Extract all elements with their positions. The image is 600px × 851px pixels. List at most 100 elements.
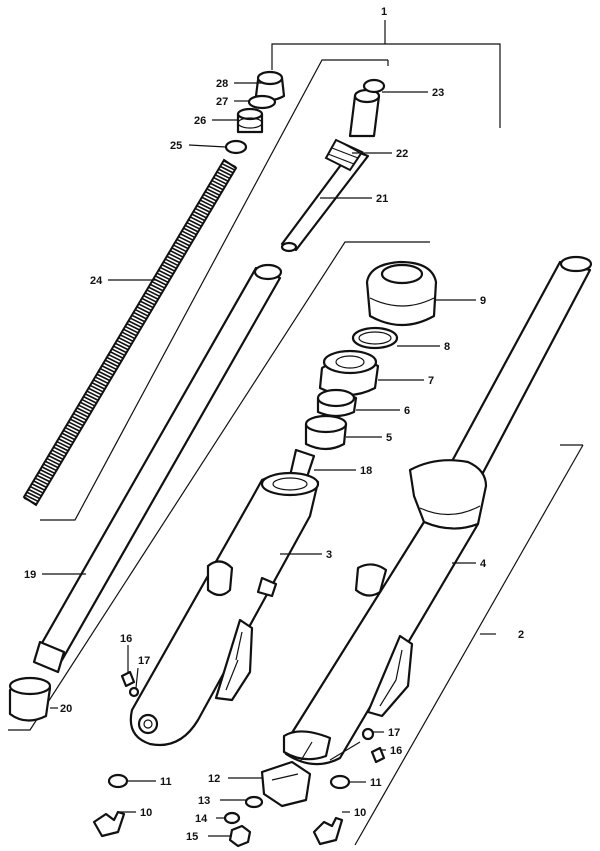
spring-coil <box>66 424 80 432</box>
callout-19: 19 <box>24 569 36 581</box>
spring-coil <box>216 171 230 179</box>
spring-coil <box>71 415 85 424</box>
spring-coil <box>50 452 64 460</box>
callout-13: 13 <box>198 795 210 807</box>
callout-25: 25 <box>170 140 182 152</box>
gasket-17-right <box>361 727 375 741</box>
spring-coil <box>206 188 220 196</box>
spring-coil <box>166 255 180 264</box>
callout-11-left: 11 <box>160 776 172 788</box>
spring-coil <box>86 390 100 399</box>
spring-coil <box>220 165 234 174</box>
spring-coil <box>61 432 75 441</box>
inner-parts-panel <box>40 59 389 521</box>
spring-coil <box>68 421 82 429</box>
spring-coil <box>106 356 120 365</box>
callout-5: 5 <box>386 432 392 444</box>
spring-coil <box>120 334 134 342</box>
spring-coil <box>150 283 164 292</box>
spring-washer-14 <box>223 811 241 825</box>
spring-coil <box>138 303 152 311</box>
spring-coil <box>88 387 102 396</box>
spring-coil <box>176 238 190 247</box>
callout-8: 8 <box>444 341 450 353</box>
spring-coil <box>131 314 145 323</box>
spring-coil <box>183 227 197 236</box>
spring-coil <box>38 471 52 480</box>
axle-holder-12 <box>260 760 312 808</box>
spring-coil <box>91 382 105 390</box>
spring-coil <box>130 317 144 326</box>
piston-23 <box>348 78 386 138</box>
spring-coil <box>73 413 87 421</box>
spring-coil <box>118 337 132 345</box>
spring-coil <box>136 306 150 314</box>
callout-7: 7 <box>428 375 434 387</box>
gasket-17-left <box>128 686 140 698</box>
spring-coil <box>51 449 65 458</box>
slide-bushing-20 <box>8 676 52 722</box>
spring-coil <box>40 469 54 477</box>
spring-coil <box>141 297 155 306</box>
bolt-10-left <box>92 810 126 838</box>
spring-coil <box>145 292 159 300</box>
spring-coil <box>178 236 192 244</box>
spring-coil <box>146 289 160 297</box>
spring-coil <box>30 486 44 494</box>
spring-coil <box>31 483 45 491</box>
callout-16-right: 16 <box>390 745 402 757</box>
spring-coil <box>78 404 92 413</box>
spring-coil <box>98 370 112 379</box>
spring-coil <box>116 339 130 348</box>
spring-coil <box>195 207 209 216</box>
bolt-10-right <box>312 816 344 846</box>
washer-26 <box>236 107 264 134</box>
spring-coil <box>70 418 84 427</box>
callout-22: 22 <box>396 148 408 160</box>
spring-coil <box>80 401 94 410</box>
spring-coil <box>221 163 235 171</box>
spring-coil <box>46 457 60 466</box>
spring-coil <box>211 179 225 188</box>
spring-coil <box>170 250 184 258</box>
spring-coil <box>126 323 140 331</box>
damper-rod-21 <box>280 148 370 253</box>
spring-coil <box>108 354 122 362</box>
spring-coil <box>163 261 177 269</box>
spring-coil <box>128 320 142 328</box>
spring-coil <box>63 429 77 438</box>
spring-coil <box>191 213 205 222</box>
spring-coil <box>45 460 59 469</box>
spring-coil <box>156 272 170 281</box>
spring-coil <box>188 219 202 227</box>
dust-seal-9 <box>365 260 438 326</box>
spring-coil <box>185 224 199 233</box>
callout-24: 24 <box>90 275 103 287</box>
spring-coil <box>25 494 39 502</box>
o-ring-27 <box>247 94 277 110</box>
spring-coil <box>158 269 172 278</box>
spring-coil <box>83 396 97 404</box>
callout-27: 27 <box>216 96 228 108</box>
spring-coil <box>180 233 194 241</box>
callout-26: 26 <box>194 115 206 127</box>
spring-coil <box>75 410 89 418</box>
outer-tube-4 <box>282 255 593 766</box>
spring-coil <box>36 474 50 483</box>
washer-11-right <box>329 774 351 790</box>
spring-coil <box>95 376 109 384</box>
spring-coil <box>218 168 232 177</box>
spring-coil <box>165 258 179 267</box>
spring-coil <box>100 368 114 376</box>
spring-coil <box>125 325 139 334</box>
spring-coil <box>161 264 175 272</box>
guide-bushing-5 <box>304 414 348 451</box>
seal-spacer-6 <box>316 388 358 418</box>
spring-coil <box>43 463 57 472</box>
spring-coil <box>121 331 135 340</box>
spring-coil <box>81 398 95 407</box>
spring-coil <box>96 373 110 382</box>
callout-18: 18 <box>360 465 372 477</box>
spring-coil <box>41 466 55 474</box>
oil-seal-7 <box>318 349 380 397</box>
